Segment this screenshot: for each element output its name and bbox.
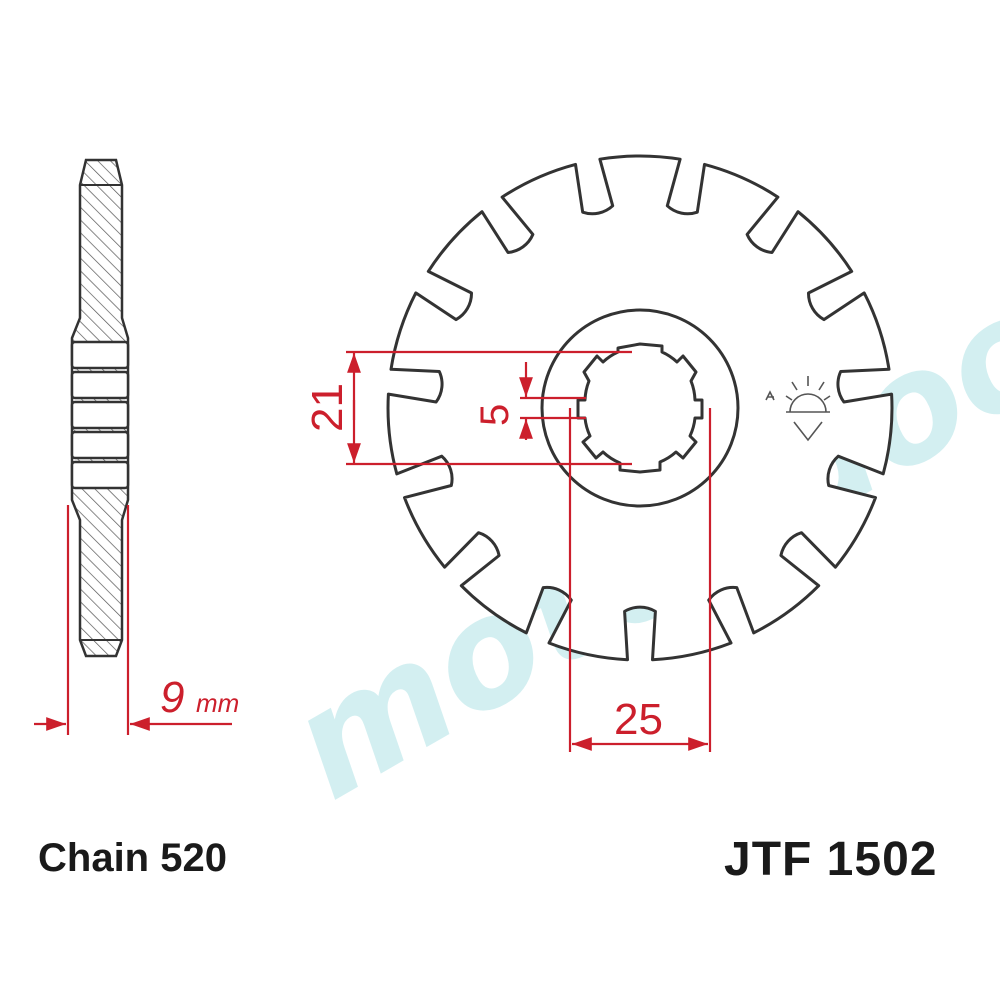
splined-hole <box>576 342 704 474</box>
bore-diameter-dimension <box>568 408 712 752</box>
rotation-logo-icon <box>765 376 831 442</box>
side-profile-view <box>70 158 130 658</box>
thickness-value: 9 <box>160 673 184 722</box>
thickness-unit: mm <box>196 688 239 718</box>
spline-diameter-value: 21 <box>303 383 352 432</box>
side-profile-hub-segments <box>70 340 130 490</box>
spline-width-value: 5 <box>473 404 517 426</box>
bore-diameter-value: 25 <box>614 695 663 744</box>
spline-diameter-dimension <box>346 350 632 466</box>
spline-width-dimension <box>519 362 586 440</box>
thickness-dimension <box>34 505 232 735</box>
chain-size-label: Chain 520 <box>38 836 227 880</box>
part-number-label: JTF 1502 <box>724 833 938 886</box>
